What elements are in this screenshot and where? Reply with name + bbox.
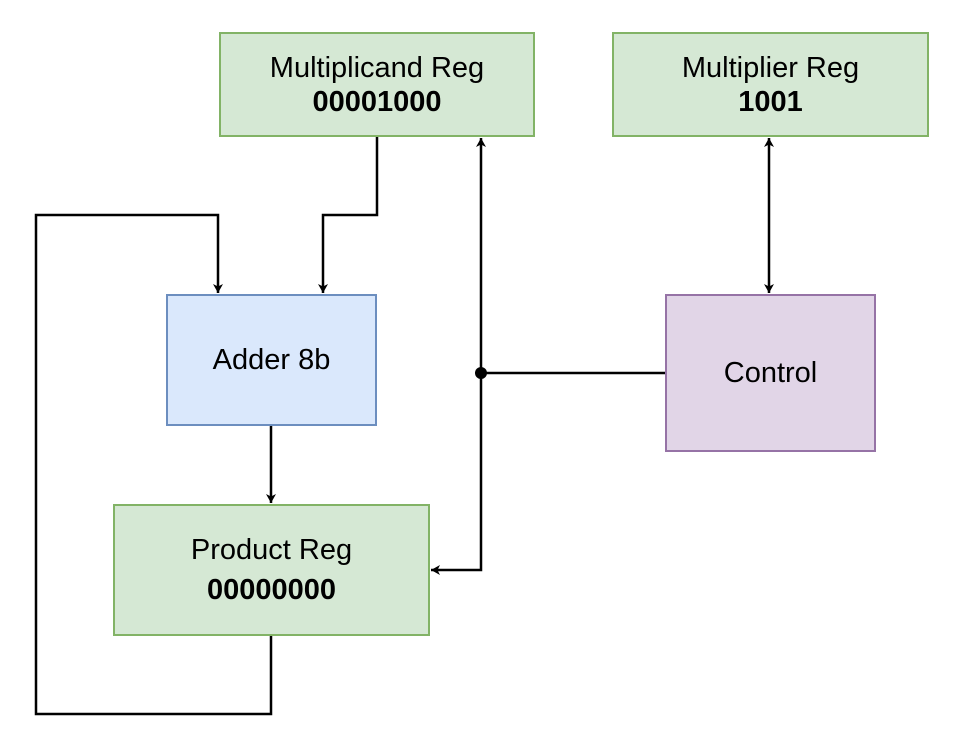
multiplicand-register-title: Multiplicand Reg <box>269 51 485 84</box>
control-title: Control <box>723 357 818 389</box>
junction-dot <box>475 367 487 379</box>
junction-to-product-wire <box>431 373 483 575</box>
control-block: Control <box>665 294 876 452</box>
adder-block: Adder 8b <box>166 294 377 426</box>
multiplicand-register: Multiplicand Reg 00001000 <box>219 32 535 137</box>
multiplier-register: Multiplier Reg 1001 <box>612 32 929 137</box>
multiplier-register-value: 1001 <box>738 85 803 118</box>
multiplicand-to-adder-wire <box>318 137 379 293</box>
adder-title: Adder 8b <box>212 344 331 376</box>
multiplier-register-title: Multiplier Reg <box>681 51 860 84</box>
product-register: Product Reg 00000000 <box>113 504 430 636</box>
product-register-title: Product Reg <box>190 534 353 566</box>
product-feedback-to-adder-wire <box>34 213 273 716</box>
multiplicand-register-value: 00001000 <box>312 85 442 118</box>
product-register-value: 00000000 <box>206 574 337 606</box>
